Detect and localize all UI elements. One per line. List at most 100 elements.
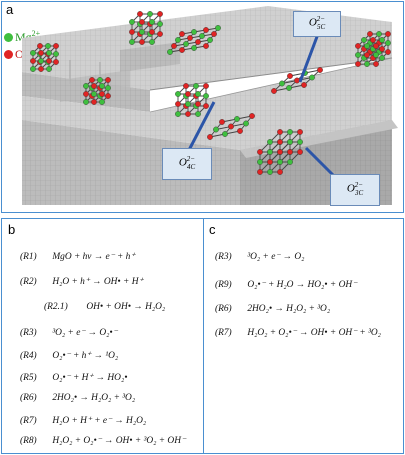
o-atom (179, 31, 185, 37)
callout-o4c: O2−4C (162, 148, 212, 180)
o-atom (89, 77, 95, 83)
rx-c-2: (R9) O₂•⁻ + H₂O → HO₂• + OH⁻ (215, 280, 358, 290)
mg-atom (234, 116, 240, 122)
mg-atom (53, 51, 59, 57)
o-atom (257, 149, 263, 155)
o-atom (185, 111, 191, 117)
o-atom (367, 31, 373, 37)
o-atom (228, 123, 234, 130)
o-atom (91, 83, 97, 89)
mg-atom (193, 83, 199, 89)
mg-atom (257, 159, 263, 165)
mg-atom (376, 31, 382, 37)
o-atom (195, 101, 201, 107)
mg-atom (38, 58, 44, 64)
o-atom (183, 83, 189, 89)
mg-atom (83, 83, 89, 89)
mg-atom (147, 11, 153, 17)
mg-atom (243, 120, 249, 127)
o-atom (207, 134, 213, 140)
o-atom (385, 31, 391, 37)
o-atom (373, 43, 379, 49)
o-atom (37, 43, 43, 49)
rx-b-5: (R4) O₂•⁻ + h⁺ → ¹O₂ (20, 351, 119, 361)
o-atom (287, 73, 293, 79)
o-dot-icon (4, 49, 13, 59)
mg-atom (385, 40, 391, 46)
o-atom (249, 113, 255, 119)
lattice-clusters (30, 11, 391, 175)
mg-atom (149, 39, 155, 45)
o-atom (139, 39, 145, 45)
mg-atom (277, 159, 283, 165)
mg-atom (175, 37, 181, 43)
o-atom (211, 31, 217, 37)
mg-atom (191, 29, 197, 35)
mg-atom (175, 111, 181, 117)
rx-c-4: (R7) H₂O₂ + O₂•⁻ → OH• + OH⁻ + ³O₂ (215, 328, 381, 338)
mg-atom (91, 91, 97, 97)
mg-atom (129, 19, 135, 25)
rx-c-3: (R6) 2HO₂• → H₂O₂ + ³O₂ (215, 304, 331, 314)
o-atom (99, 91, 105, 97)
o-atom (297, 149, 303, 155)
mg-atom (191, 45, 197, 51)
mg-atom (30, 50, 36, 56)
mg-atom (222, 131, 228, 137)
o-atom (53, 43, 59, 49)
o-atom (277, 169, 283, 175)
mg-atom (361, 37, 367, 43)
o-atom (105, 77, 111, 83)
o-atom (46, 58, 52, 64)
mg-atom (279, 80, 285, 87)
o-atom (195, 39, 201, 45)
o-atom (355, 61, 361, 67)
mg-dot-icon (4, 32, 13, 42)
mg-atom (207, 37, 213, 43)
rx-b-6: (R5) O₂•⁻ + H⁺ → HO₂• (20, 373, 128, 383)
o-atom (317, 67, 323, 73)
o-atom (105, 93, 111, 99)
mg-atom (267, 139, 273, 145)
o-atom (83, 91, 89, 97)
o-atom (267, 159, 273, 165)
rx-b-1: (R1) MgO + hν → e⁻ + h⁺ (20, 252, 136, 262)
o-atom (257, 169, 263, 175)
o-atom (364, 52, 370, 58)
o-atom (203, 27, 209, 33)
mg-atom (175, 91, 181, 97)
panel-a (1, 1, 404, 213)
mg-atom (157, 21, 163, 27)
mg-atom (287, 129, 293, 135)
mg-atom (139, 29, 145, 35)
mg-atom (30, 66, 36, 72)
mg-atom (286, 85, 292, 91)
o-atom (203, 83, 209, 89)
mg-atom (46, 50, 52, 56)
o-atom (187, 35, 193, 41)
mg-atom (185, 101, 191, 107)
mg-atom (355, 52, 361, 58)
mg-atom (83, 99, 89, 105)
o-atom (287, 149, 293, 155)
rx-b-2: (R2) H₂O + h⁺ → OH• + H⁺ (20, 277, 144, 287)
rx-b-8: (R7) H₂O + H⁺ + e⁻ → H₂O₂ (20, 416, 147, 426)
o-atom (219, 119, 225, 125)
o-atom (139, 19, 145, 25)
mg-atom (287, 139, 293, 145)
o-atom (379, 46, 385, 52)
o-atom (185, 91, 191, 97)
o-atom (38, 50, 44, 56)
arrow-3c (304, 146, 336, 178)
rx-b-9: (R8) H₂O₂ + O₂•⁻ → OH• + ³O₂ + OH⁻ (20, 436, 186, 446)
mg-atom (46, 66, 52, 72)
mg-atom (167, 49, 173, 55)
callout-o5c: O2−5C (293, 11, 341, 37)
rx-b-7: (R6) 2HO₂• → H₂O₂ + ³O₂ (20, 393, 136, 403)
o-atom (355, 43, 361, 49)
o-atom (38, 66, 44, 72)
mg-atom (183, 41, 189, 47)
arrow-4c (186, 101, 216, 153)
mg-atom (149, 19, 155, 25)
